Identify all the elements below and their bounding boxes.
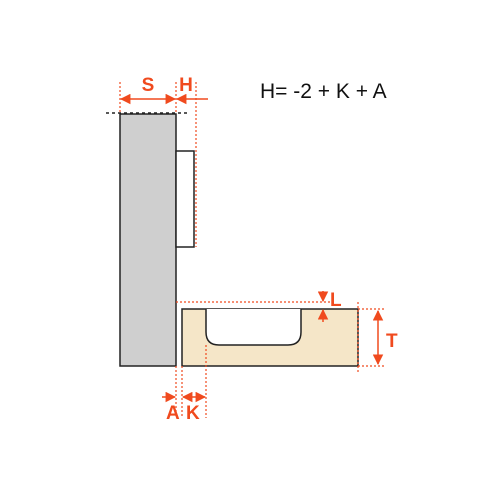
label-t: T xyxy=(386,331,398,352)
side-panel xyxy=(119,113,177,367)
label-l: L xyxy=(330,290,342,311)
dimension-guides xyxy=(119,82,359,418)
label-k: K xyxy=(186,403,200,424)
formula-text: H= -2 + K + A xyxy=(260,80,387,103)
hinge-cup-hole xyxy=(205,309,302,346)
label-s: S xyxy=(142,75,155,96)
label-h: H xyxy=(179,75,193,96)
hinge-mounting-plate xyxy=(175,150,195,248)
label-a: A xyxy=(166,403,180,424)
